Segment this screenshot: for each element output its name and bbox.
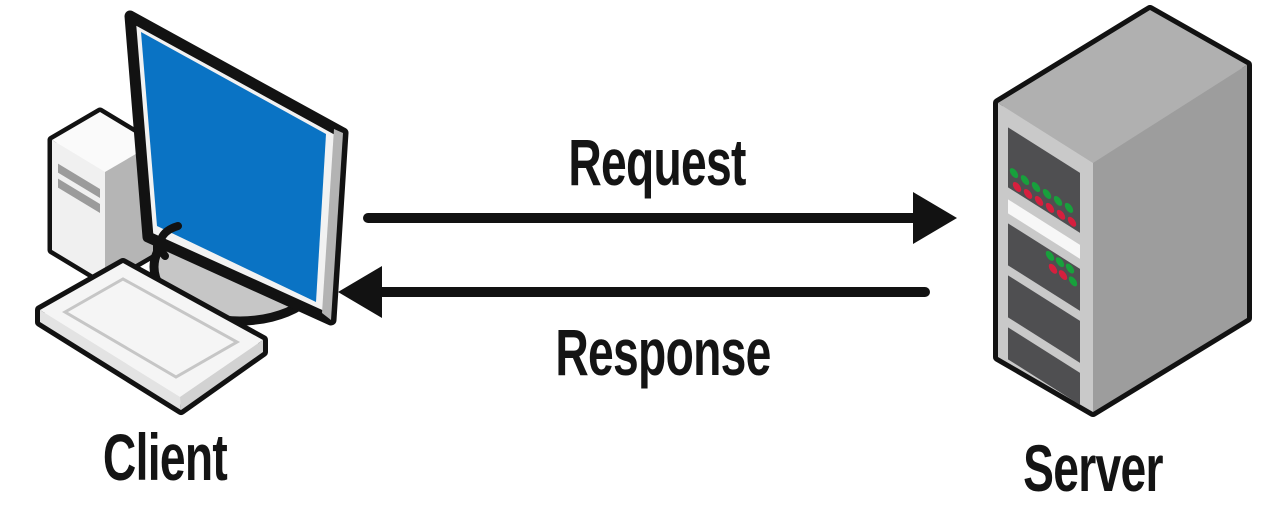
server-led-cluster bbox=[1009, 168, 1077, 227]
response-arrowhead bbox=[338, 266, 382, 318]
request-arrowhead bbox=[913, 192, 957, 244]
keyboard-front-edge bbox=[40, 310, 181, 410]
tower-drive-bay-stripe bbox=[58, 178, 100, 213]
response-flow-label: Response bbox=[555, 315, 771, 389]
server-panel-slot bbox=[1008, 223, 1080, 311]
monitor-edge-shadow bbox=[322, 129, 343, 320]
client-computer-icon bbox=[35, 10, 349, 415]
tower-top-face bbox=[52, 112, 153, 172]
server-node-label: Server bbox=[1023, 431, 1163, 505]
client-monitor-icon bbox=[124, 10, 349, 326]
response-arrow-left-icon bbox=[338, 266, 930, 318]
keyboard-key-area bbox=[61, 277, 241, 379]
server-top-face bbox=[998, 10, 1247, 163]
client-node-label: Client bbox=[102, 420, 228, 494]
server-side-face bbox=[1093, 65, 1247, 412]
server-led-cluster-small bbox=[1045, 250, 1078, 287]
server-tower-icon bbox=[993, 5, 1252, 417]
tower-drive-bay-stripe bbox=[58, 163, 100, 198]
request-response-arrows bbox=[338, 192, 957, 318]
server-panel-strip bbox=[1008, 199, 1080, 259]
monitor-stand-neck bbox=[156, 222, 182, 260]
keyboard-right-edge bbox=[180, 340, 263, 410]
server-panel-slot bbox=[1008, 275, 1080, 363]
keyboard-top-face bbox=[40, 263, 263, 397]
server-panel-slot bbox=[1008, 327, 1080, 405]
server-panel-slot bbox=[1008, 127, 1080, 233]
client-keyboard-icon bbox=[35, 258, 268, 415]
monitor-screen bbox=[141, 32, 326, 302]
request-arrow-right-icon bbox=[363, 192, 957, 244]
request-flow-label: Request bbox=[568, 125, 746, 199]
